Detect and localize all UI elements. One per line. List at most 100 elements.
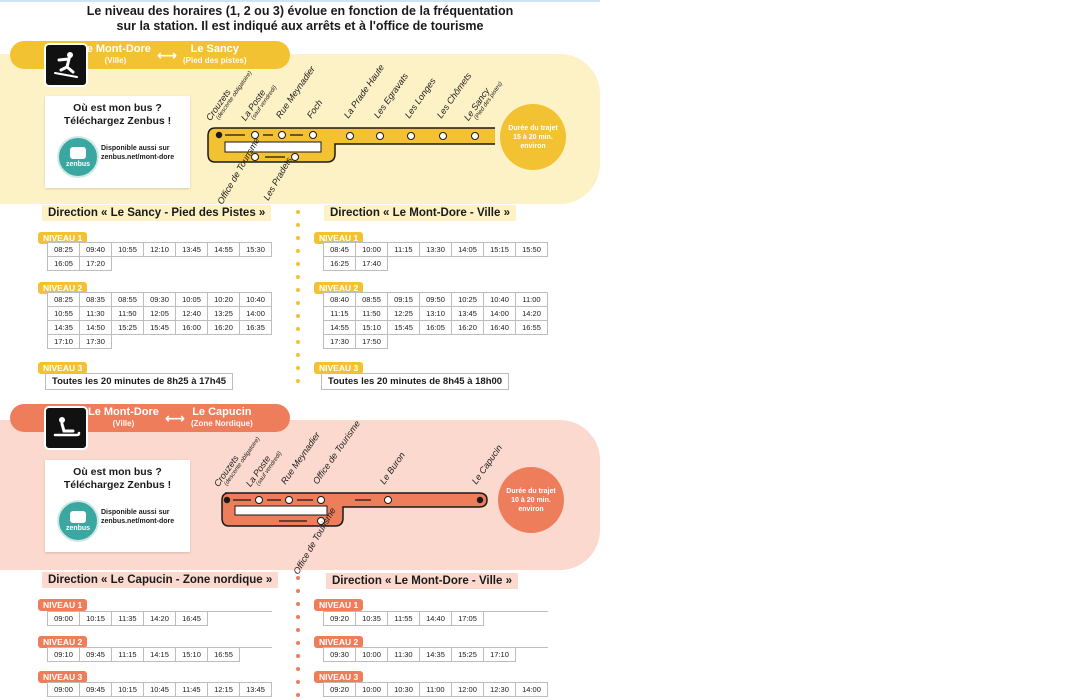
line2-a-n1-label: NIVEAU 1: [38, 599, 88, 611]
time-cell: 10:00: [356, 648, 388, 662]
time-cell: 14:50: [80, 321, 112, 335]
line2-from: Le Mont-Dore (Ville): [88, 407, 159, 429]
time-cell: 11:30: [80, 307, 112, 321]
time-cell: 11:35: [112, 612, 144, 626]
bus-icon: [70, 146, 86, 159]
time-cell: 17:30: [324, 335, 356, 349]
stop-office-tourisme: [251, 153, 259, 161]
header-line-2: sur la station. Il est indiqué aux arrêt…: [116, 19, 484, 33]
time-cell: 10:05: [176, 293, 208, 307]
zenbus-logo[interactable]: zenbus: [57, 136, 99, 178]
line2-b-n3-label: NIVEAU 3: [314, 671, 364, 683]
time-cell: 09:50: [420, 293, 452, 307]
time-cell: 12:40: [176, 307, 208, 321]
separator-dot: [296, 210, 300, 214]
line2-b-n1-label: NIVEAU 1: [314, 599, 364, 611]
time-cell: 16:00: [176, 321, 208, 335]
time-cell: 15:30: [240, 243, 272, 257]
separator-dot: [296, 340, 300, 344]
time-cell: 12:05: [144, 307, 176, 321]
time-cell: 10:15: [80, 612, 112, 626]
time-cell: 10:15: [112, 683, 144, 697]
time-cell: 15:10: [356, 321, 388, 335]
zenbus-download: Téléchargez Zenbus !: [63, 479, 172, 491]
line2-a-n3-label: NIVEAU 3: [38, 671, 88, 683]
line1-b-n3-label: NIVEAU 3: [314, 362, 364, 374]
line1-route-inner: [224, 141, 322, 153]
time-cell: 10:00: [356, 683, 388, 697]
separator-dot: [296, 314, 300, 318]
time-cell: 12:00: [452, 683, 484, 697]
time-cell: 11:55: [388, 612, 420, 626]
line1-a-n2-label: NIVEAU 2: [38, 282, 88, 294]
zenbus-logo-text: zenbus: [65, 160, 91, 168]
time-cell: 14:40: [420, 612, 452, 626]
stop-crouzets: [215, 131, 223, 139]
separator-dot: [296, 223, 300, 227]
time-cell: 16:45: [176, 612, 208, 626]
separator-dot: [296, 353, 300, 357]
time-cell: 10:25: [452, 293, 484, 307]
zenbus-logo[interactable]: zenbus: [57, 500, 99, 542]
zenbus-question: Où est mon bus ?: [73, 102, 162, 114]
stop-longes: [407, 132, 415, 140]
time-cell: 12:15: [208, 683, 240, 697]
time-cell: 14:15: [144, 648, 176, 662]
time-cell: 13:45: [176, 243, 208, 257]
separator-dot: [296, 693, 300, 697]
column-separator: [296, 576, 300, 700]
time-cell: 11:00: [516, 293, 548, 307]
time-cell: 08:55: [112, 293, 144, 307]
zenbus-url[interactable]: zenbus.net/mont-dore: [101, 518, 175, 525]
line2-route-inner: [234, 505, 328, 516]
time-cell: 17:10: [48, 335, 80, 349]
zenbus-url[interactable]: zenbus.net/mont-dore: [101, 154, 175, 161]
time-cell: 08:40: [324, 293, 356, 307]
stop-prade-haute: [346, 132, 354, 140]
time-cell: 12:30: [484, 683, 516, 697]
stop-la-poste: [255, 496, 263, 504]
stop-le-capucin: [476, 496, 484, 504]
zenbus-logo-text: zenbus: [65, 524, 91, 532]
time-cell: 09:15: [388, 293, 420, 307]
time-cell: 17:20: [80, 257, 112, 271]
time-cell: 08:35: [80, 293, 112, 307]
line2-dir-a-title: Direction « Le Capucin - Zone nordique »: [42, 572, 279, 588]
time-cell: 10:55: [112, 243, 144, 257]
time-cell: 10:30: [388, 683, 420, 697]
line1-zenbus-card: Où est mon bus ?Téléchargez Zenbus ! zen…: [45, 96, 190, 188]
separator-dot: [296, 327, 300, 331]
stop-egravats: [376, 132, 384, 140]
separator-dot: [296, 379, 300, 383]
line2-a-n2-label: NIVEAU 2: [38, 636, 88, 648]
separator-dot: [296, 680, 300, 684]
time-cell: 15:15: [484, 243, 516, 257]
line1-route-map: [207, 127, 495, 163]
time-cell: 08:55: [356, 293, 388, 307]
line1-from-name: Le Mont-Dore: [80, 43, 151, 55]
separator-dot: [296, 275, 300, 279]
line1-dir-b-title: Direction « Le Mont-Dore - Ville »: [324, 205, 516, 221]
stop-office-tourisme: [317, 496, 325, 504]
skier-icon: [44, 43, 88, 87]
time-cell: 14:55: [208, 243, 240, 257]
duration-value: 10 à 20 min.: [511, 496, 551, 504]
time-cell: 09:00: [48, 612, 80, 626]
duration-label: Durée du trajet: [508, 124, 558, 132]
time-cell: 11:30: [388, 648, 420, 662]
time-cell: 16:55: [208, 648, 240, 662]
stop-meynadier: [285, 496, 293, 504]
time-cell: 11:00: [420, 683, 452, 697]
time-cell: 09:00: [48, 683, 80, 697]
separator-dot: [296, 249, 300, 253]
time-cell: 17:50: [356, 335, 388, 349]
separator-dot: [296, 262, 300, 266]
time-cell: 13:25: [208, 307, 240, 321]
